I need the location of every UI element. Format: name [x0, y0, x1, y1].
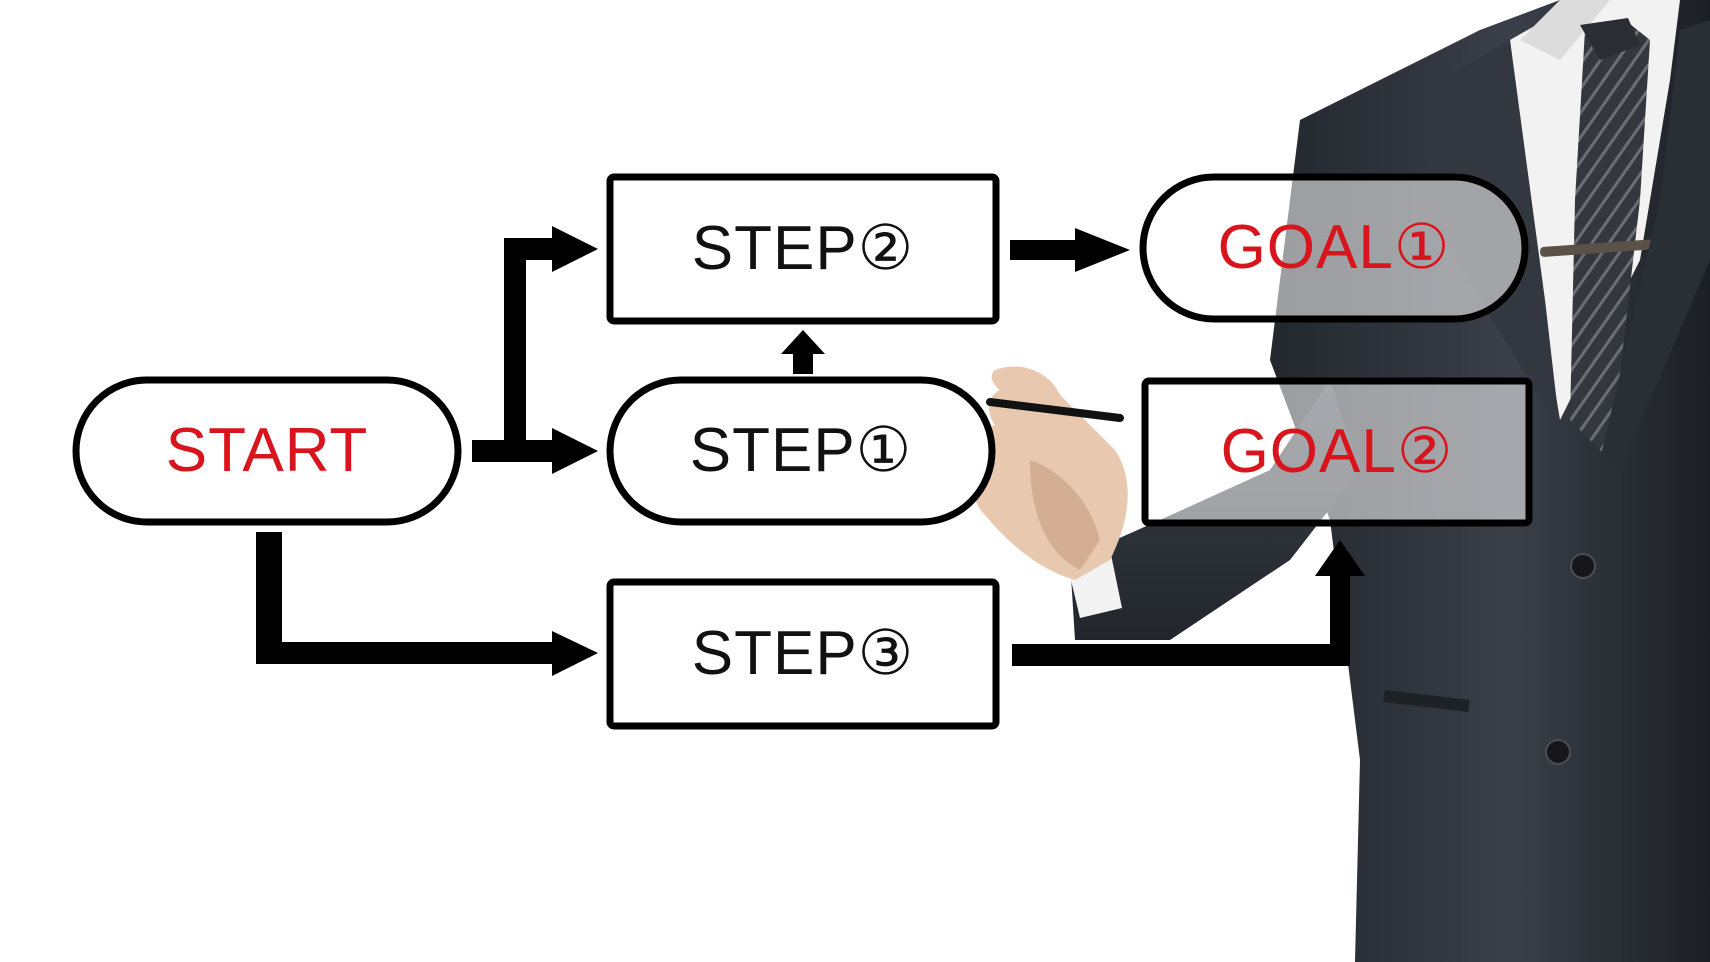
- edge-step3-goal2-vertical: [1330, 572, 1350, 666]
- tie-clip: [1540, 239, 1660, 257]
- node-goal1-shape: [1139, 173, 1529, 323]
- edge-start-step3-arrowhead: [552, 631, 598, 676]
- edge-step1-step2-shaft: [793, 352, 813, 374]
- edge-start-step1-arrowhead: [552, 428, 598, 474]
- nodes: [72, 173, 1533, 730]
- edge-start-step3-shaft: [256, 642, 556, 664]
- edge-start-step2-shaft: [504, 238, 557, 260]
- jacket-button-bottom: [1545, 739, 1571, 765]
- node-step2-shape: [606, 173, 1000, 325]
- edge-step1-step2-arrowhead: [781, 330, 825, 354]
- edge-step3-goal2-arrowhead: [1315, 540, 1365, 576]
- jacket-button-top: [1570, 553, 1596, 579]
- connectors: [256, 226, 1365, 676]
- node-step1-shape: [606, 376, 996, 526]
- node-step2-label: STEP②: [691, 214, 915, 283]
- node-goal1-label: GOAL①: [1217, 213, 1451, 282]
- edge-step2-goal1-shaft: [1010, 240, 1080, 260]
- tie-knot: [1580, 18, 1640, 60]
- node-step3-shape: [606, 578, 1000, 730]
- node-step1-label: STEP①: [689, 416, 913, 485]
- node-start-shape: [72, 376, 462, 526]
- node-goal2-shape: [1141, 377, 1533, 527]
- edge-start-step2-arrowhead: [552, 226, 598, 272]
- collar: [1520, 0, 1610, 60]
- node-start-label: START: [165, 416, 369, 485]
- necktie: [1570, 20, 1650, 460]
- edge-step2-goal1-arrowhead: [1075, 228, 1130, 272]
- edge-start-step2-vertical: [504, 238, 526, 462]
- hand-shadow: [1030, 460, 1100, 570]
- node-goal2-label: GOAL②: [1220, 417, 1454, 486]
- lapel-right: [1600, 20, 1710, 470]
- node-step3-label: STEP③: [691, 619, 915, 688]
- jacket-pocket: [1383, 690, 1470, 712]
- pen: [986, 398, 1124, 422]
- edge-step3-goal2-shaft: [1012, 644, 1350, 666]
